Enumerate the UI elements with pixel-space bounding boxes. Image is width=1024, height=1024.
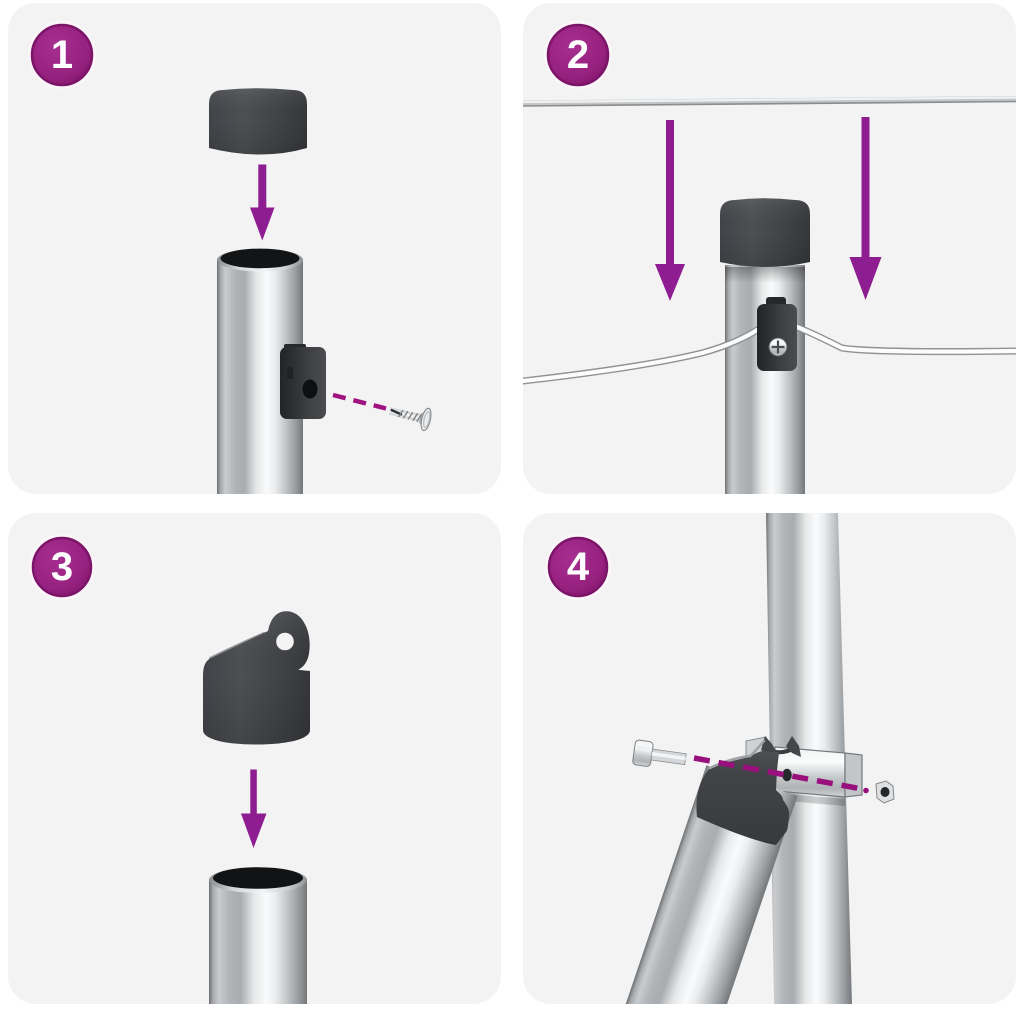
svg-text:3: 3 [51,545,73,589]
svg-text:2: 2 [567,33,589,77]
svg-text:4: 4 [567,545,590,589]
svg-text:1: 1 [51,33,73,77]
